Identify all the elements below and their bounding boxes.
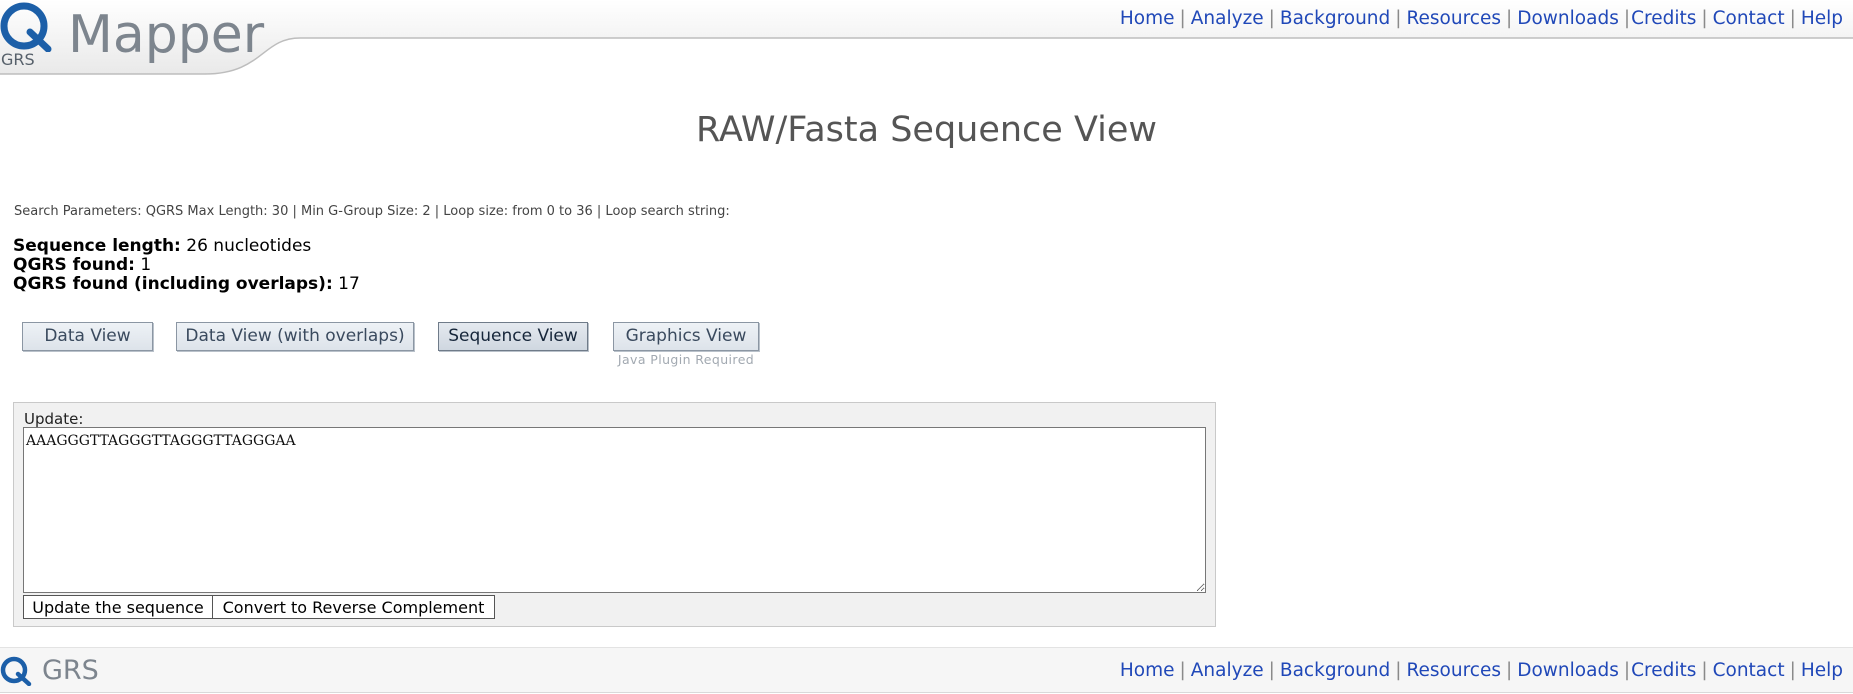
update-sequence-button[interactable]: Update the sequence	[23, 595, 213, 619]
nav-contact[interactable]: Contact	[1712, 8, 1785, 29]
header: GRS Mapper Home|Analyze|Background|Resou…	[0, 0, 1853, 76]
footer-nav-downloads[interactable]: Downloads	[1517, 660, 1619, 681]
footer-nav-resources[interactable]: Resources	[1406, 660, 1501, 681]
nav-background[interactable]: Background	[1279, 8, 1391, 29]
top-nav: Home|Analyze|Background|Resources|Downlo…	[1119, 8, 1843, 29]
sequence-textarea[interactable]: AAAGGGTTAGGGTTAGGGTTAGGGAA	[23, 427, 1206, 593]
graphics-view-button[interactable]: Graphics View	[613, 322, 759, 351]
sequence-view-button[interactable]: Sequence View	[438, 322, 588, 351]
logo-wordmark: Mapper	[68, 5, 265, 65]
nav-downloads[interactable]: Downloads	[1517, 8, 1619, 29]
stat-qgrs-found: QGRS found: 1	[13, 255, 152, 275]
update-label: Update:	[24, 410, 84, 428]
stat-qgrs-overlaps: QGRS found (including overlaps): 17	[13, 274, 360, 294]
sequence-stats: Sequence length: 26 nucleotides QGRS fou…	[13, 237, 360, 294]
footer-wordmark: GRS	[42, 655, 99, 686]
footer-nav-help[interactable]: Help	[1800, 660, 1843, 681]
update-panel: Update: AAAGGGTTAGGGTTAGGGTTAGGGAA Updat…	[13, 402, 1216, 627]
footer-logo-icon	[0, 656, 32, 686]
page-title: RAW/Fasta Sequence View	[695, 110, 1158, 150]
nav-resources[interactable]: Resources	[1406, 8, 1501, 29]
reverse-complement-button[interactable]: Convert to Reverse Complement	[212, 595, 495, 619]
data-view-overlaps-button[interactable]: Data View (with overlaps)	[176, 322, 414, 351]
nav-home[interactable]: Home	[1119, 8, 1175, 29]
footer-nav-credits[interactable]: Credits	[1631, 660, 1697, 681]
footer-nav-home[interactable]: Home	[1119, 660, 1175, 681]
footer-nav-contact[interactable]: Contact	[1712, 660, 1785, 681]
nav-help[interactable]: Help	[1800, 8, 1843, 29]
footer-nav-analyze[interactable]: Analyze	[1190, 660, 1264, 681]
java-plugin-note: Java Plugin Required	[617, 352, 755, 367]
logo-grs-text: GRS	[1, 50, 35, 69]
footer-nav-background[interactable]: Background	[1279, 660, 1391, 681]
data-view-button[interactable]: Data View	[22, 322, 153, 351]
footer-nav: Home|Analyze|Background|Resources|Downlo…	[1119, 660, 1843, 681]
nav-credits[interactable]: Credits	[1631, 8, 1697, 29]
search-parameters: Search Parameters: QGRS Max Length: 30 |…	[14, 204, 730, 219]
footer: GRS Home|Analyze|Background|Resources|Do…	[0, 647, 1853, 693]
qgrs-logo-icon	[0, 2, 52, 52]
stat-sequence-length: Sequence length: 26 nucleotides	[13, 236, 312, 256]
header-background	[0, 0, 1853, 75]
nav-analyze[interactable]: Analyze	[1190, 8, 1264, 29]
